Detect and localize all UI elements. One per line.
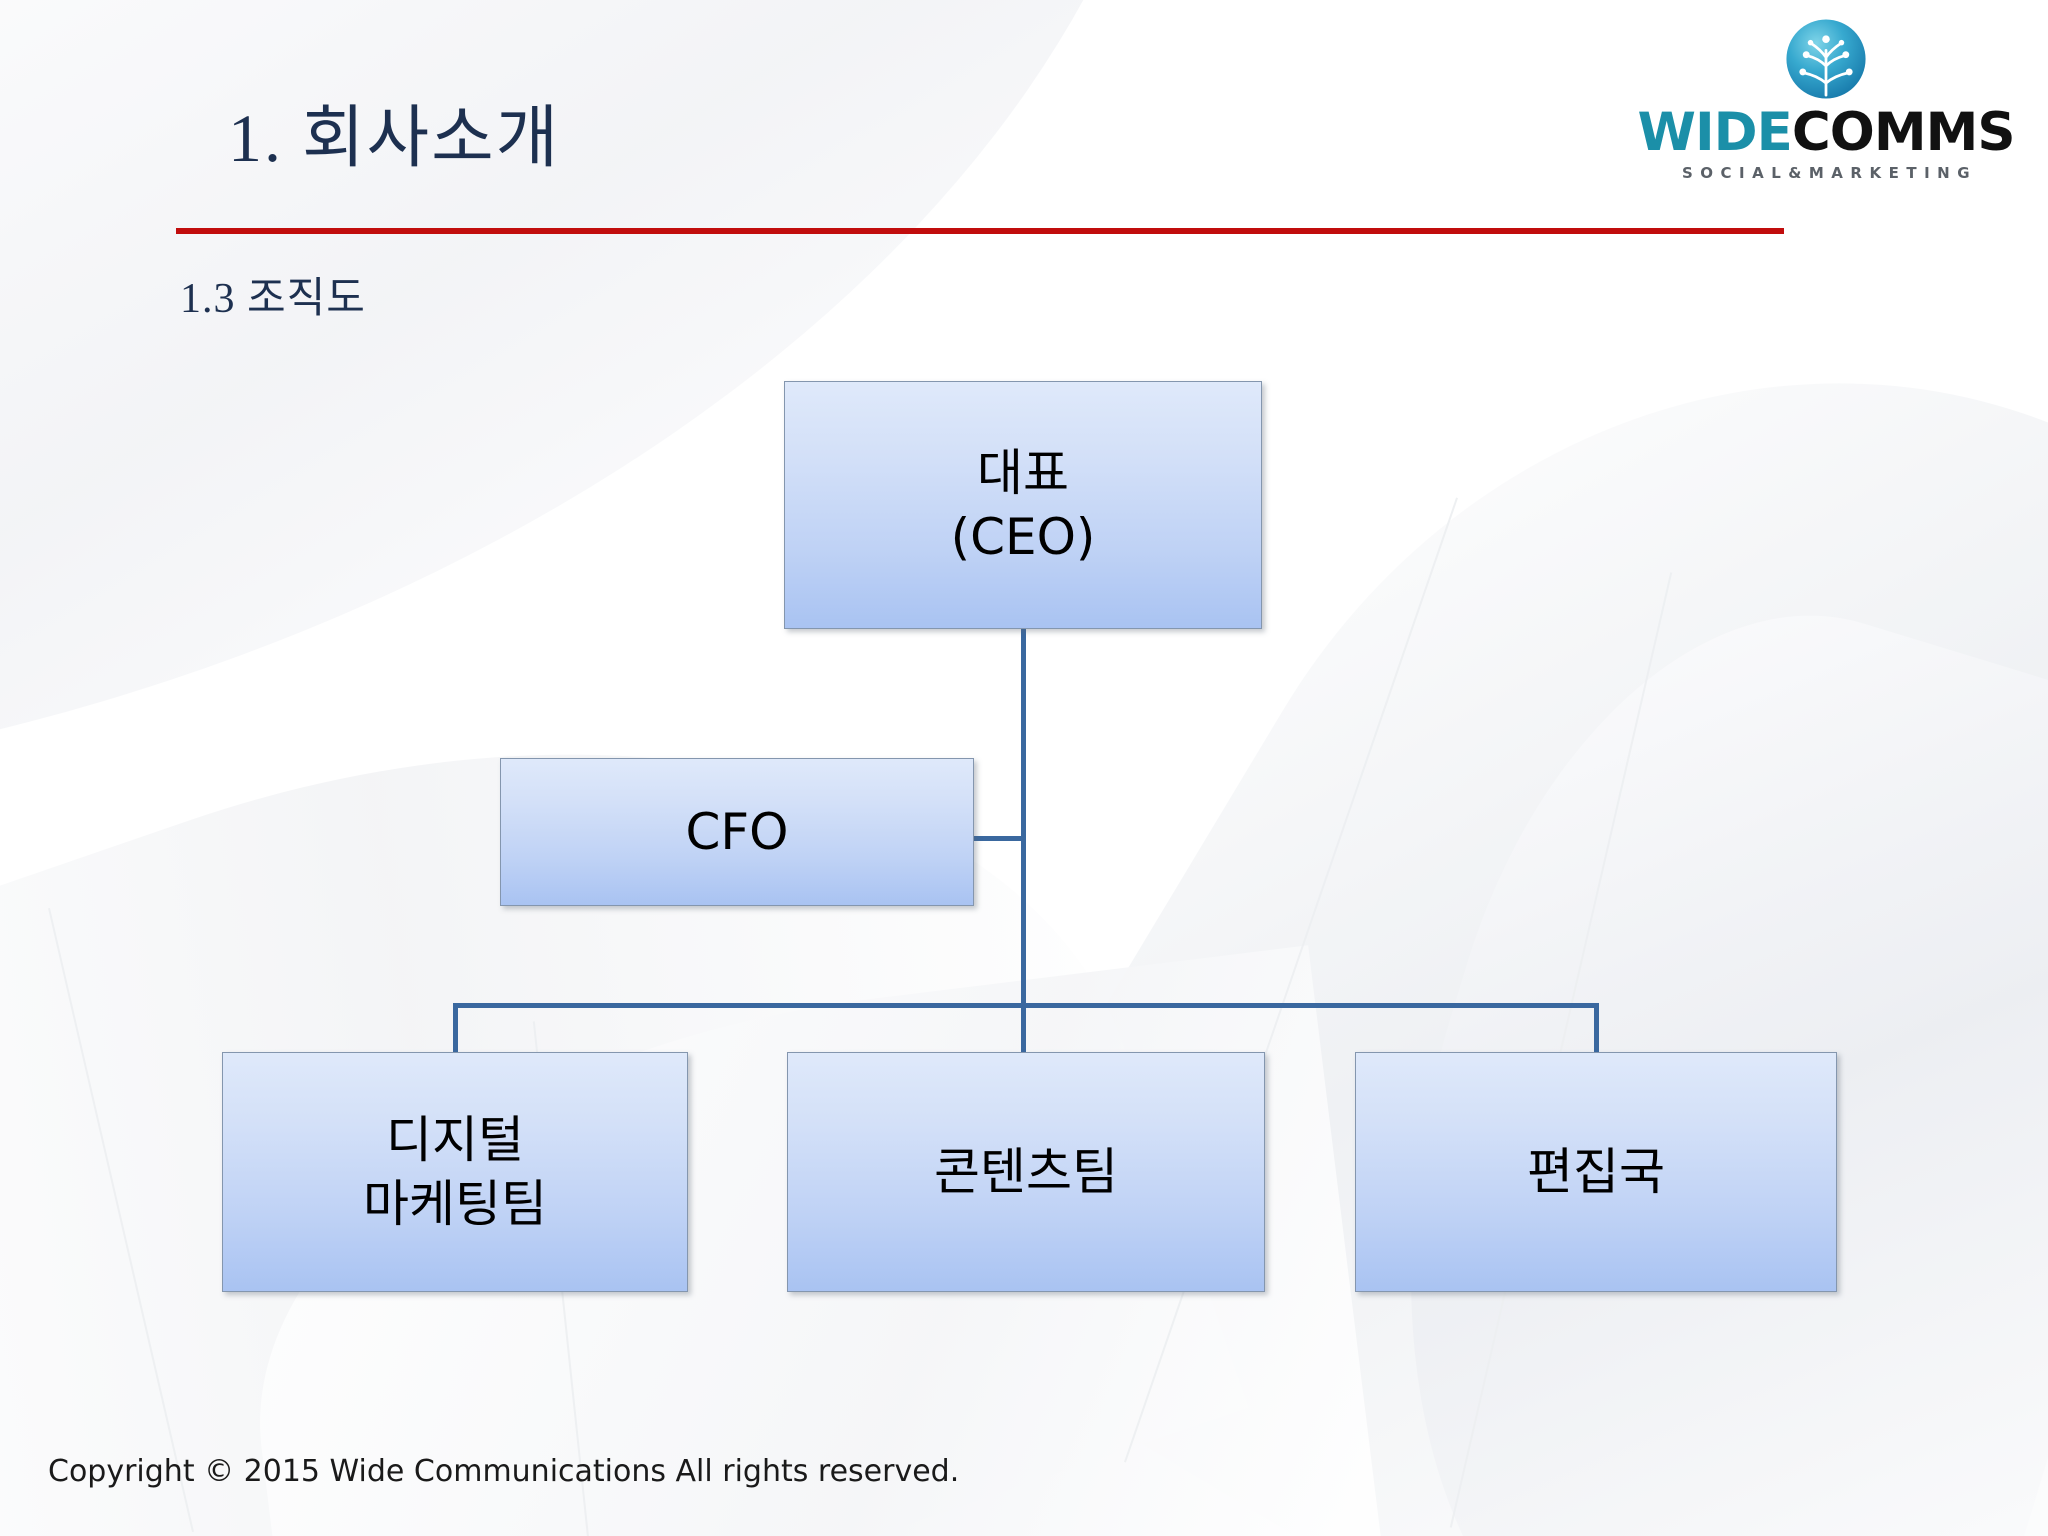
org-node-digital-marketing-team[interactable]: 디지털 마케팅팀	[222, 1052, 688, 1292]
logo-word-primary: WIDE	[1637, 102, 1793, 163]
logo-wordmark: WIDECOMMS	[1626, 106, 2026, 159]
background-swoosh-top-left	[0, 0, 1360, 755]
connector-drop-digital-marketing	[453, 1003, 458, 1054]
title-accent-rule	[176, 228, 1784, 234]
connector-department-bus	[453, 1003, 1599, 1008]
org-node-contents-team[interactable]: 콘텐츠팀	[787, 1052, 1265, 1292]
org-node-cfo[interactable]: CFO	[500, 758, 974, 906]
copyright-footer: Copyright © 2015 Wide Communications All…	[48, 1454, 960, 1489]
brand-logo: WIDECOMMS SOCIAL&MARKETING	[1626, 16, 2026, 181]
org-node-editorial-department[interactable]: 편집국	[1355, 1052, 1837, 1292]
background-crease-3	[48, 907, 194, 1533]
connector-drop-editorial	[1594, 1003, 1599, 1054]
org-node-ceo[interactable]: 대표 (CEO)	[784, 381, 1262, 629]
background-swoosh-bottom-left	[0, 556, 1249, 1536]
connector-cfo-stub	[972, 836, 1024, 841]
connector-ceo-trunk	[1021, 629, 1026, 1007]
background-crease-1	[1124, 497, 1458, 1463]
section-subtitle: 1.3 조직도	[180, 276, 366, 322]
widecomms-tree-emblem-icon	[1786, 19, 1866, 99]
background-swoosh-far-right	[1274, 541, 2048, 1536]
background-crease-2	[1449, 572, 1673, 1528]
logo-tagline: SOCIAL&MARKETING	[1681, 164, 1978, 182]
page-title: 1. 회사소개	[228, 100, 561, 176]
background-swoosh-right	[921, 154, 2048, 1536]
logo-word-secondary: COMMS	[1791, 102, 2016, 163]
connector-drop-contents	[1021, 1003, 1026, 1054]
